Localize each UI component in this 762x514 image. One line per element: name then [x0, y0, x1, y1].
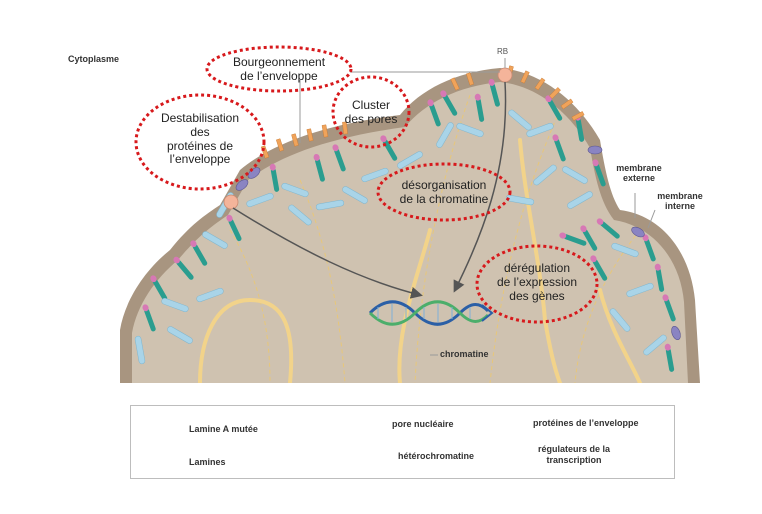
lamin — [246, 192, 274, 208]
heterochromatin-fibers — [198, 138, 642, 383]
lamin — [567, 191, 593, 209]
lamin-a-mutant — [150, 275, 168, 301]
nuclear-pore — [560, 98, 574, 110]
lamin-a-mutant — [142, 304, 156, 332]
lamin-a-mutant — [580, 225, 598, 251]
lamin — [196, 287, 224, 303]
lamin-a-mutant — [590, 255, 608, 281]
lamin — [161, 297, 189, 313]
lamin-a-mutant — [592, 159, 606, 187]
lamin — [643, 334, 667, 356]
legend-proteines-enveloppe: protéines de l’enveloppe — [533, 418, 639, 428]
lamin — [626, 282, 654, 298]
lamin-a-mutant — [427, 99, 441, 127]
lamin-a-mutant — [545, 95, 563, 121]
cytoplasm-label: Cytoplasme — [68, 54, 120, 64]
lamin-a-mutant — [664, 343, 675, 372]
legend — [130, 405, 675, 479]
lamin-a-mutant — [226, 214, 242, 242]
lamin — [562, 166, 588, 184]
chromatine-label: chromatine — [440, 349, 489, 359]
lamin-a-mutant — [474, 93, 485, 122]
legend-lamines: Lamines — [189, 457, 226, 467]
lamin-a-mutant — [654, 263, 665, 292]
lamin — [397, 151, 423, 169]
lamin-a-mutant — [596, 218, 620, 239]
lamin — [609, 308, 631, 332]
nuclear-pore — [321, 124, 329, 138]
lamin-a-mutant — [313, 153, 325, 182]
lamin — [505, 194, 535, 206]
lamin-a-mutant — [173, 256, 194, 280]
nuclear-pore — [520, 70, 530, 84]
nuclear-pores — [260, 65, 585, 159]
lamin — [456, 122, 484, 138]
lamin — [508, 109, 532, 131]
transcription-regulator — [223, 194, 239, 210]
envelope-proteins — [235, 145, 681, 341]
lamin — [611, 242, 639, 258]
nuclear-pore — [465, 72, 475, 86]
nuclear-pore — [549, 87, 561, 99]
legend-pore-nucleaire: pore nucléaire — [392, 419, 454, 429]
lamin-a-mutant — [269, 163, 280, 192]
lamin — [167, 326, 193, 344]
lamin — [202, 231, 228, 249]
lamin-a-mutant — [552, 134, 566, 162]
lamin — [361, 167, 389, 183]
lamin-a-mutant — [380, 135, 398, 161]
lamin — [288, 204, 312, 226]
lamin — [315, 199, 345, 211]
nuclear-pore — [450, 77, 460, 91]
lamin-network — [134, 78, 676, 372]
rb-regulator — [497, 67, 513, 83]
lamin-a-mutant — [440, 90, 458, 116]
dna-helix-icon — [368, 300, 494, 326]
lamin — [526, 122, 554, 138]
lamin-a-mutant — [190, 240, 208, 266]
lamin — [281, 182, 309, 198]
lamin — [436, 122, 454, 148]
nuclear-pore — [306, 128, 314, 142]
lamin — [342, 186, 368, 204]
lamin — [533, 164, 557, 186]
lamin-a-mutant — [332, 144, 346, 172]
legend-lamine-a-mutee: Lamine A mutée — [189, 424, 258, 434]
nuclear-pore — [291, 133, 299, 147]
legend-heterochromatine: hétérochromatine — [398, 451, 475, 461]
rb-label: RB — [497, 47, 509, 56]
lamin-a-mutant — [662, 294, 676, 322]
nuclear-pore — [342, 121, 348, 135]
nuclear-pore — [275, 138, 285, 152]
lamin — [134, 335, 146, 365]
lamin-a-mutant — [488, 78, 500, 107]
lamin-a-mutant — [559, 232, 587, 246]
nucleoplasm — [132, 82, 688, 383]
nuclear-pore — [571, 111, 585, 121]
nuclear-pore — [534, 77, 546, 91]
